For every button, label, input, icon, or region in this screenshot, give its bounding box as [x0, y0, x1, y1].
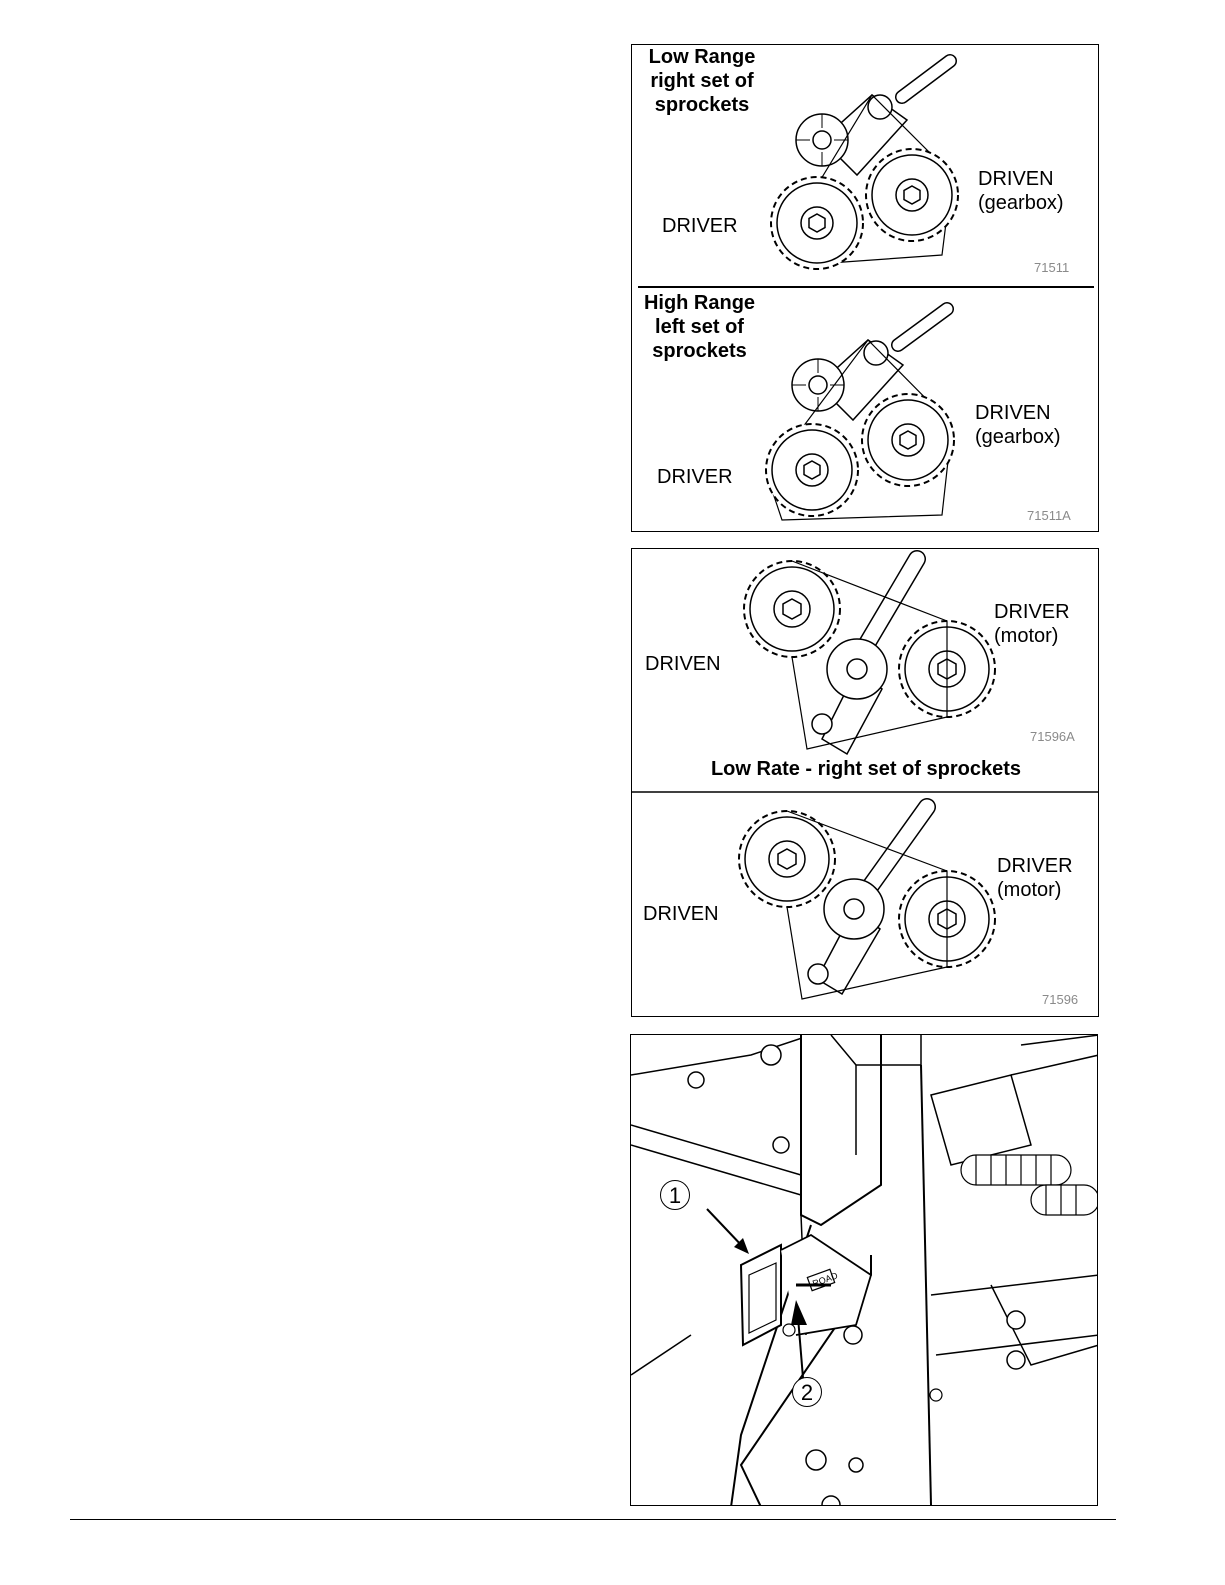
figure-id-71596a: 71596A: [1030, 729, 1075, 744]
figure-id-71511a: 71511A: [1027, 508, 1071, 523]
road-lock-illustration: ROAD: [631, 1035, 1098, 1506]
low-range-sprockets: [771, 61, 958, 269]
callout-1: 1: [660, 1180, 690, 1210]
high-rate-driven-label: DRIVEN: [643, 902, 719, 926]
figure-motor-rate: DRIVEN DRIVER (motor) 71596A Low Rate - …: [631, 548, 1099, 1017]
high-range-driven-label: DRIVEN (gearbox): [975, 401, 1061, 449]
high-range-title: High Range left set of sprockets: [632, 291, 767, 363]
low-range-driven-label: DRIVEN (gearbox): [978, 167, 1064, 215]
low-rate-caption: Low Rate - right set of sprockets: [632, 757, 1099, 781]
low-range-driver-label: DRIVER: [662, 214, 738, 238]
high-range-driver-label: DRIVER: [657, 465, 733, 489]
figure-id-71596: 71596: [1042, 992, 1078, 1007]
low-rate-sprockets: [744, 559, 995, 754]
road-lock-bracket: [741, 1235, 871, 1345]
high-rate-driver-label: DRIVER (motor): [997, 854, 1073, 902]
figure-road-lock: ROAD 1 2: [630, 1034, 1098, 1506]
figure-gearbox-range: Low Range right set of sprockets DRIVER …: [631, 44, 1099, 532]
high-rate-sprockets: [739, 807, 995, 999]
low-rate-driven-label: DRIVEN: [645, 652, 721, 676]
callout-2: 2: [792, 1377, 822, 1407]
footer-rule: [70, 1519, 1116, 1520]
low-rate-driver-label: DRIVER (motor): [994, 600, 1070, 648]
low-range-title: Low Range right set of sprockets: [637, 45, 767, 117]
figure-id-71511: 71511: [1034, 260, 1069, 275]
sprocket-diagram-low-high-range: [632, 45, 1099, 532]
high-range-sprockets: [766, 309, 954, 520]
